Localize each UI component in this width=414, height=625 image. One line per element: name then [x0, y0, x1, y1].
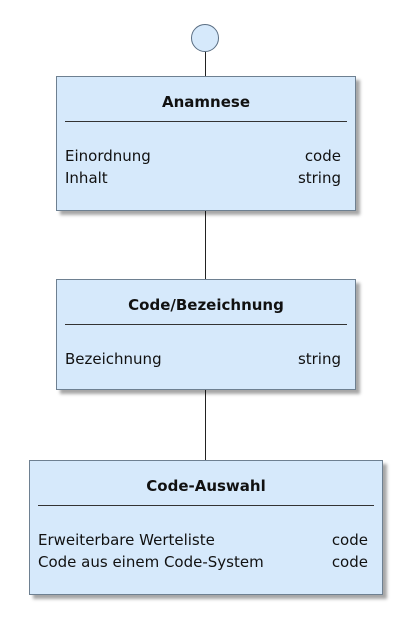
class-title: Anamnese — [162, 93, 250, 111]
class-box-anamnese[interactable]: Anamnese Einordnung code Inhalt string — [56, 76, 356, 211]
attribute-type: code — [304, 147, 341, 165]
attribute-name: Erweiterbare Werteliste — [38, 531, 215, 549]
class-divider — [38, 505, 374, 506]
class-box-code-bezeichnung[interactable]: Code/Bezeichnung Bezeichnung string — [56, 279, 356, 390]
attribute-type: code — [331, 531, 368, 549]
attribute-type: string — [297, 169, 341, 187]
attribute-type: string — [297, 350, 341, 368]
class-divider — [65, 121, 347, 122]
attribute-name: Einordnung — [65, 147, 151, 165]
attribute-row: Code aus einem Code-System code — [38, 551, 368, 573]
start-node — [191, 24, 219, 52]
attribute-row: Inhalt string — [65, 167, 341, 189]
connector-code-bezeichnung-code-auswahl — [205, 390, 206, 460]
attribute-list: Bezeichnung string — [65, 348, 341, 370]
connector-anamnese-code-bezeichnung — [205, 211, 206, 279]
class-box-code-auswahl[interactable]: Code-Auswahl Erweiterbare Werteliste cod… — [29, 460, 383, 595]
attribute-row: Bezeichnung string — [65, 348, 341, 370]
attribute-row: Einordnung code — [65, 145, 341, 167]
class-title: Code-Auswahl — [146, 477, 266, 495]
attribute-name: Code aus einem Code-System — [38, 553, 264, 571]
connector-start-anamnese — [205, 52, 206, 76]
attribute-name: Inhalt — [65, 169, 108, 187]
attribute-list: Einordnung code Inhalt string — [65, 145, 341, 189]
attribute-type: code — [331, 553, 368, 571]
class-divider — [65, 324, 347, 325]
class-title: Code/Bezeichnung — [128, 296, 284, 314]
attribute-row: Erweiterbare Werteliste code — [38, 529, 368, 551]
attribute-name: Bezeichnung — [65, 350, 162, 368]
attribute-list: Erweiterbare Werteliste code Code aus ei… — [38, 529, 368, 573]
